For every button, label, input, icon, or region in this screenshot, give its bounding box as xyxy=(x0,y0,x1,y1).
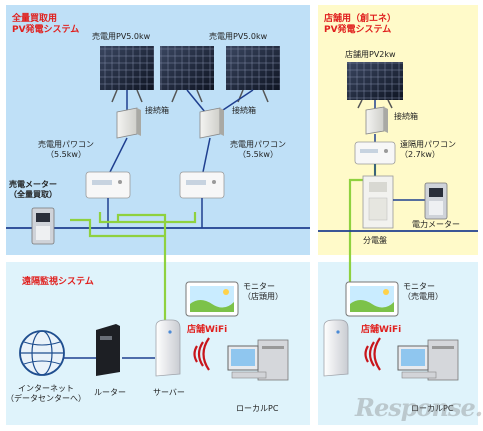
pv-panel-1 xyxy=(100,46,154,103)
shop-pv-system-title: 店舗用（創エネ） PV発電システム xyxy=(324,14,396,36)
sales-meter-label: 売電メーター （全量買取） xyxy=(9,180,57,200)
pv-panel-3-label: 店舗用PV2kw xyxy=(345,50,396,59)
power-meter-device xyxy=(424,182,448,220)
junction-box-3-label: 接続箱 xyxy=(394,112,418,121)
store-monitor-label-line2: （店頭用） xyxy=(243,292,283,301)
pcs-3-label: 遠隔用パワコン （2.7kw） xyxy=(400,140,456,160)
internet-label-line2: （データセンターへ） xyxy=(6,394,86,403)
shop-pv-system-panel xyxy=(318,5,478,255)
remote-monitoring-title: 遠隔監視システム xyxy=(22,277,94,287)
pv-panel-1-label: 売電用PV5.0kw xyxy=(92,32,151,41)
shop-wifi-signal-icon xyxy=(364,337,381,371)
pcs-3-label-line2: （2.7kw） xyxy=(400,150,440,159)
power-conditioner-1 xyxy=(85,171,131,199)
pv-panel-2 xyxy=(160,46,214,103)
sales-monitor-device xyxy=(345,281,399,317)
pv-panel-2-label: 売電用PV5.0kw xyxy=(209,32,268,41)
store-monitor-label: モニター （店頭用） xyxy=(243,282,283,302)
internet-label: インターネット （データセンターへ） xyxy=(6,384,86,404)
server-label: サーバー xyxy=(153,388,185,397)
distribution-board-label: 分電盤 xyxy=(363,236,387,245)
shop-local-pc-device xyxy=(397,339,459,381)
sales-meter-label-line2: （全量買取） xyxy=(9,190,57,199)
response-watermark: Response. xyxy=(355,393,483,422)
local-pc-label: ローカルPC xyxy=(236,404,279,413)
shop-pv-title-line2: PV発電システム xyxy=(324,24,392,35)
junction-box-1 xyxy=(116,107,141,139)
shop-wifi-label: 店舗WiFi xyxy=(361,325,402,335)
sales-meter-label-line1: 売電メーター xyxy=(9,180,57,189)
pcs-1-label-line1: 売電用パワコン xyxy=(38,140,94,149)
store-wifi-label: 店舗WiFi xyxy=(187,325,228,335)
store-monitor-label-line1: モニター xyxy=(243,282,275,291)
junction-box-2 xyxy=(199,107,224,139)
sales-monitor-label: モニター （売電用） xyxy=(403,282,443,302)
server-device xyxy=(155,319,181,377)
pcs-1-label-line2: （5.5kw） xyxy=(46,150,86,159)
internet-globe-icon xyxy=(19,330,65,376)
shop-local-pc-label: ローカルPC xyxy=(411,404,454,413)
power-conditioner-2 xyxy=(179,171,225,199)
pv-sales-system-title: 全量買取用 PV発電システム xyxy=(12,14,79,36)
pcs-2-label: 売電用パワコン （5.5kw） xyxy=(230,140,286,160)
junction-box-1-label: 接続箱 xyxy=(145,106,169,115)
junction-box-2-label: 接続箱 xyxy=(232,106,256,115)
shop-server-device xyxy=(323,319,349,377)
wifi-signal-icon xyxy=(193,337,210,371)
sales-meter-device xyxy=(31,207,55,245)
power-conditioner-3 xyxy=(354,141,396,165)
pcs-1-label: 売電用パワコン （5.5kw） xyxy=(38,140,94,160)
pv-panel-4 xyxy=(347,62,403,109)
sales-monitor-label-line1: モニター xyxy=(403,282,435,291)
local-pc-device xyxy=(227,339,289,381)
junction-box-3 xyxy=(365,106,388,135)
pv-panel-3 xyxy=(226,46,280,103)
pv-sales-title-line1: 全量買取用 xyxy=(12,14,58,24)
pcs-2-label-line1: 売電用パワコン xyxy=(230,140,286,149)
distribution-board xyxy=(362,175,394,229)
shop-pv-title-line1: 店舗用（創エネ） xyxy=(324,14,397,24)
router-label: ルーター xyxy=(94,388,126,397)
power-meter-label: 電力メーター xyxy=(412,220,460,229)
pv-sales-title-line2: PV発電システム xyxy=(12,24,80,35)
sales-monitor-label-line2: （売電用） xyxy=(403,292,443,301)
store-monitor-device xyxy=(185,281,239,317)
pcs-3-label-line1: 遠隔用パワコン xyxy=(400,140,456,149)
internet-label-line1: インターネット xyxy=(18,384,74,393)
pcs-2-label-line2: （5.5kw） xyxy=(238,150,278,159)
router-device xyxy=(96,324,120,376)
